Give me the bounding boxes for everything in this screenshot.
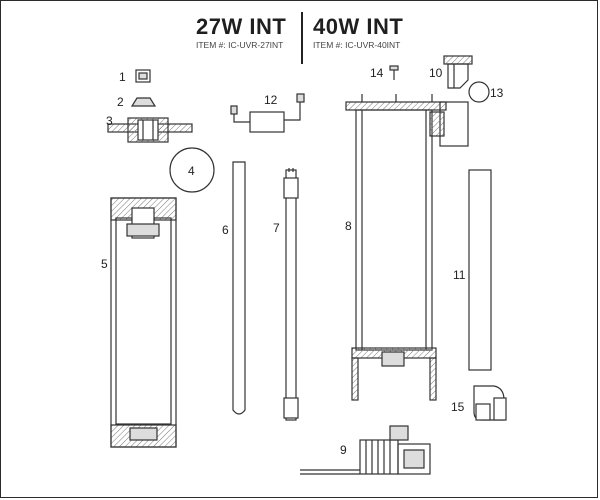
label-10: 10 xyxy=(429,66,443,80)
label-4: 4 xyxy=(188,164,195,178)
right-model-title: 40W INT xyxy=(313,14,404,39)
label-5: 5 xyxy=(101,257,108,271)
part-5-27w-housing xyxy=(110,197,177,448)
part-1-cap xyxy=(135,69,151,83)
part-6-quartz-sleeve xyxy=(232,161,246,415)
label-7: 7 xyxy=(273,221,280,235)
label-6: 6 xyxy=(222,223,229,237)
label-12: 12 xyxy=(264,93,278,107)
label-8: 8 xyxy=(345,219,352,233)
label-11: 11 xyxy=(453,268,466,282)
part-11-tube xyxy=(468,169,492,371)
part-14-screw xyxy=(389,65,399,80)
label-1: 1 xyxy=(119,70,126,84)
part-3-flange xyxy=(107,117,193,143)
part-15-elbow xyxy=(473,385,507,421)
header-divider xyxy=(301,12,303,64)
part-9-pump xyxy=(300,425,431,475)
part-4-o-ring xyxy=(169,147,215,193)
left-model-title: 27W INT xyxy=(196,14,287,39)
part-7-uv-lamp xyxy=(283,168,299,421)
right-item-number: ITEM #: IC-UVR-40INT xyxy=(313,40,401,50)
part-2-gasket xyxy=(130,97,157,107)
part-10-bracket xyxy=(429,55,473,147)
label-14: 14 xyxy=(370,66,384,80)
label-2: 2 xyxy=(117,95,124,109)
left-item-number: ITEM #: IC-UVR-27INT xyxy=(196,40,284,50)
label-15: 15 xyxy=(451,400,465,414)
label-3: 3 xyxy=(106,114,113,128)
part-8-40w-housing xyxy=(345,94,447,401)
label-13: 13 xyxy=(490,86,504,100)
label-9: 9 xyxy=(340,443,347,457)
part-12-ballast xyxy=(230,93,305,133)
part-13-washer xyxy=(468,81,490,103)
